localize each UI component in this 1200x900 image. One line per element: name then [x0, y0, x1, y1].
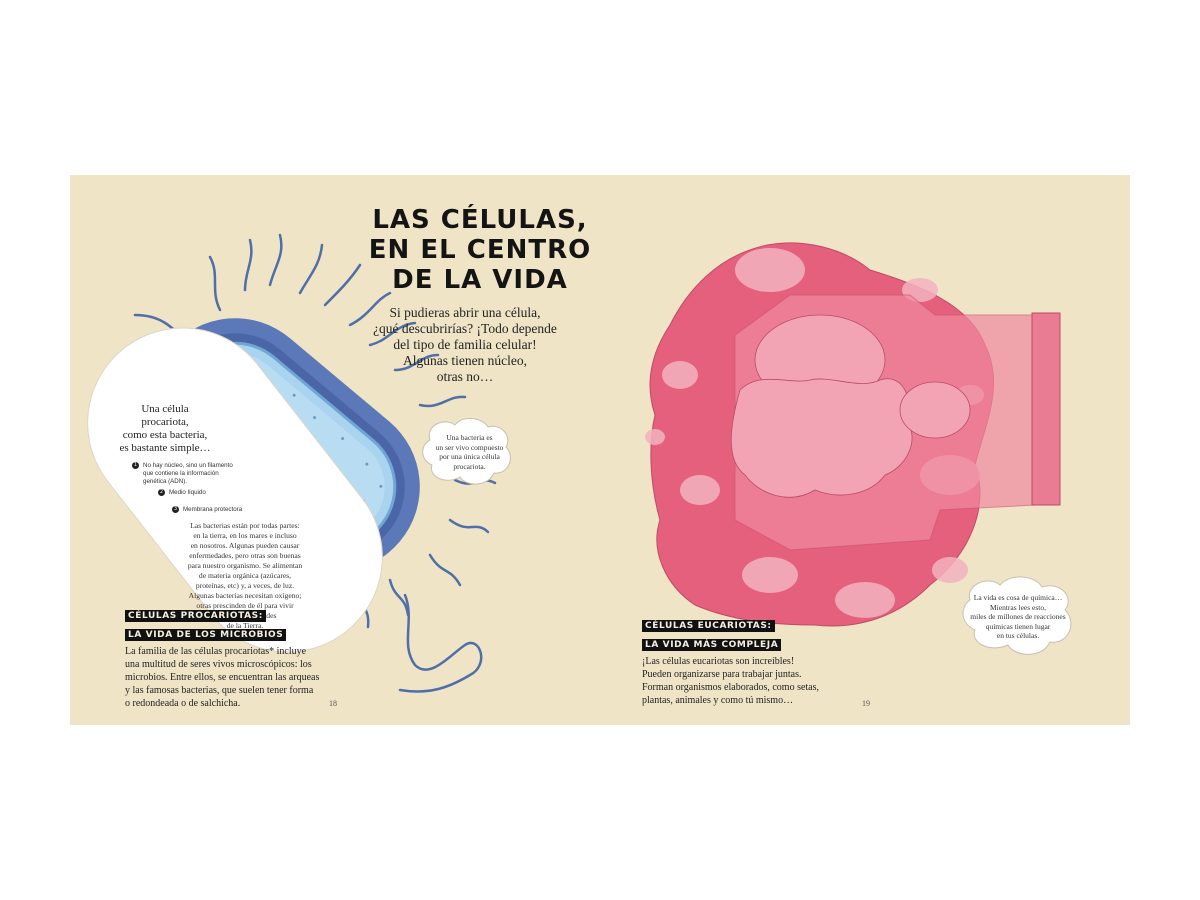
cloud-line: químicas tienen lugar [985, 621, 1051, 631]
intro-line: Si pudieras abrir una célula, [389, 305, 541, 320]
popup-title-line: como esta bacteria, [122, 429, 208, 441]
prokaryotic-section: CÉLULAS PROCARIOTAS: LA VIDA DE LOS MICR… [125, 603, 319, 710]
popup-paragraph-line: enfermedades, pero otras son buenas [189, 551, 301, 560]
popup-paragraph-line: en nosotros. Algunas pueden causar [190, 541, 300, 550]
section-heading: LA VIDA DE LOS MICROBIOS [125, 629, 287, 641]
title-line: EN EL CENTRO [368, 235, 592, 265]
nucleus [730, 314, 971, 498]
legend-item-2: 2 Medio líquido [158, 489, 206, 497]
section-heading: LA VIDA MÁS COMPLEJA [642, 639, 782, 651]
popup-title-line: es bastante simple… [119, 442, 211, 454]
body-line: plantas, animales y como tú mismo… [642, 695, 794, 706]
page-title: LAS CÉLULAS, EN EL CENTRO DE LA VIDA [350, 205, 610, 295]
cloud-line: por una única célula [439, 452, 500, 461]
cloud-line: Una bacteria es [446, 433, 493, 442]
popup-paragraph-line: Las bacterias están por todas partes: [190, 521, 300, 530]
illustrations [87, 233, 1072, 693]
section-body: La familia de las células procariotas* i… [125, 645, 319, 710]
legend-item-1: 1 No hay núcleo, sino un filamento que co… [132, 462, 233, 486]
body-line: ¡Las células eucariotas son increíbles! [642, 656, 795, 667]
legend-number: 3 [172, 506, 179, 513]
body-line: una multitud de seres vivos microscópico… [125, 659, 312, 670]
page-number-left: 18 [329, 699, 337, 708]
cloud-line: procariota. [453, 461, 486, 471]
intro-text: Si pudieras abrir una célula, ¿qué descu… [365, 305, 565, 385]
body-line: La familia de las células procariotas* i… [125, 646, 307, 657]
cloud-line: en tus células. [996, 631, 1040, 640]
popup-paragraph-line: proteínas, etc) y, a veces, de luz. [195, 581, 295, 590]
body-line: o redondeada o de salchicha. [125, 698, 241, 709]
popup-paragraph-line: de materia orgánica (azúcares, [198, 571, 292, 580]
cloud-line: La vida es cosa de química… [973, 593, 1063, 602]
chem-cloud [962, 576, 1072, 655]
popup-paragraph-line: de la Tierra. [226, 621, 264, 630]
popup-title: Una célula procariota, como esta bacteri… [105, 403, 225, 455]
popup-card [87, 327, 383, 653]
legend-line: No hay núcleo, sino un filamento [143, 462, 233, 470]
legend-item-3: 3 Membrana protectora [172, 506, 242, 514]
chem-cloud-text: La vida es cosa de química… Mientras lee… [958, 593, 1078, 641]
body-line: Forman organismos elaborados, como setas… [642, 682, 820, 693]
legend-line: que contiene la información [143, 470, 219, 478]
section-heading: CÉLULAS EUCARIOTAS: [642, 620, 775, 632]
popup-paragraph-line: en la tierra, en los mares e incluso [193, 531, 297, 540]
bacteria-cloud [422, 418, 511, 485]
title-line: DE LA VIDA [392, 265, 568, 295]
intro-line: ¿qué descubrirías? ¡Todo depende [373, 321, 557, 336]
page-number-right: 19 [862, 699, 870, 708]
legend-number: 1 [132, 462, 139, 469]
body-line: Pueden organizarse para trabajar juntas. [642, 669, 802, 680]
legend-number: 2 [158, 489, 165, 496]
bacteria-cloud-text: Una bacteria es un ser vivo compuesto po… [422, 433, 517, 471]
intro-line: otras no… [436, 369, 494, 384]
legend-line: Membrana protectora [183, 506, 243, 514]
popup-paragraph-line: Algunas bacterias necesitan oxígeno; [188, 591, 302, 600]
intro-line: del tipo de familia celular! [393, 337, 537, 352]
popup-paragraph-line: para nuestro organismo. Se alimentan [187, 561, 303, 570]
eukaryotic-section: CÉLULAS EUCARIOTAS: LA VIDA MÁS COMPLEJA… [642, 613, 819, 707]
popup-paragraph-line: otras prescinden de él para vivir [196, 601, 294, 610]
section-heading: CÉLULAS PROCARIOTAS: [125, 610, 266, 622]
title-line: LAS CÉLULAS, [372, 205, 588, 235]
section-body: ¡Las células eucariotas son increíbles! … [642, 655, 819, 707]
intro-line: Algunas tienen núcleo, [402, 353, 528, 368]
cloud-line: un ser vivo compuesto [435, 442, 504, 452]
body-line: y las famosas bacterias, que suelen tene… [125, 685, 314, 696]
book-spread: LAS CÉLULAS, EN EL CENTRO DE LA VIDA Si … [70, 175, 1130, 725]
cloud-line: Mientras lees esto, [989, 602, 1047, 612]
legend-line: genética (ADN). [143, 478, 188, 486]
legend-line: Medio líquido [169, 489, 206, 497]
popup-title-line: procariota, [141, 416, 189, 428]
cloud-line: miles de millones de reacciones [970, 612, 1066, 621]
body-line: microbios. Entre ellos, se encuentran la… [125, 672, 320, 683]
popup-title-line: Una célula [141, 403, 189, 415]
